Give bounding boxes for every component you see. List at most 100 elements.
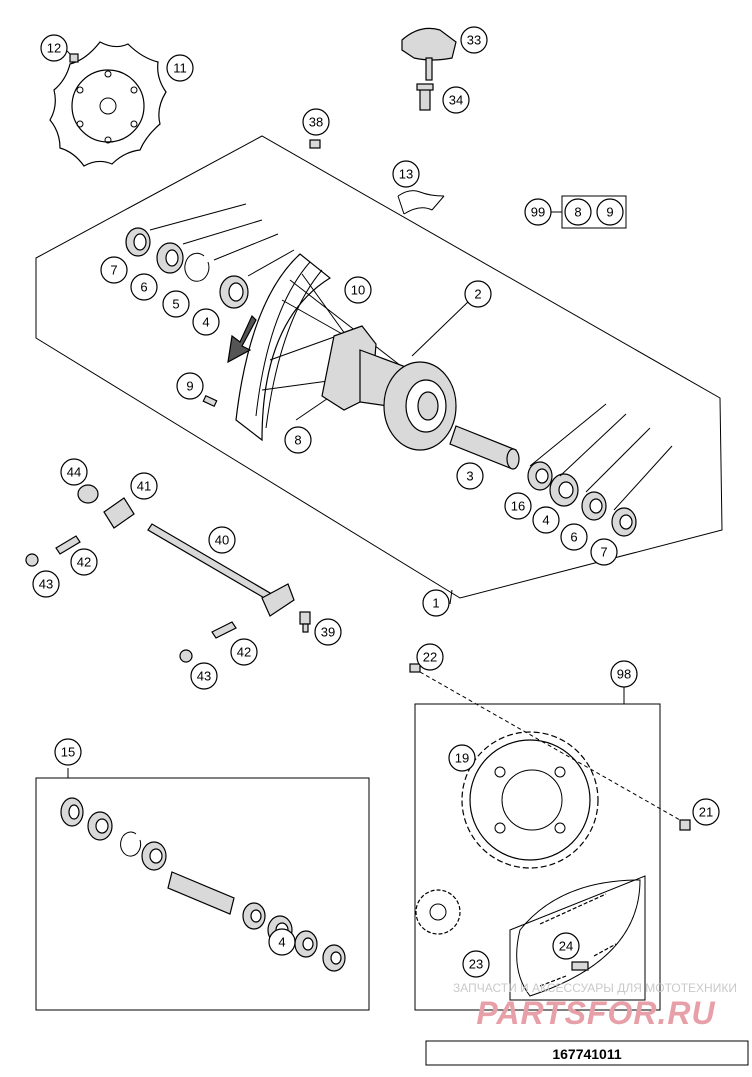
callout-2: 2 [464, 280, 492, 308]
kit-99-box [551, 195, 627, 229]
disc-bolt [65, 49, 79, 63]
kit-bearing-2 [141, 841, 167, 871]
callout-44: 44 [60, 458, 88, 486]
svg-text:39: 39 [321, 625, 335, 640]
svg-text:ЗАПЧАСТИ И АКСЕССУАРЫ ДЛЯ МОТО: ЗАПЧАСТИ И АКСЕССУАРЫ ДЛЯ МОТОТЕХНИКИ [453, 981, 737, 995]
svg-text:34: 34 [449, 93, 463, 108]
svg-text:8: 8 [294, 433, 301, 448]
callout-8b: 8 [564, 198, 592, 226]
bearing-kit-frame [35, 777, 370, 1011]
drawing-number-box: 167741011 [425, 1040, 749, 1066]
callout-4a: 4 [192, 308, 220, 336]
rim [235, 253, 332, 442]
callout-15: 15 [54, 738, 82, 766]
kit-bearing-1 [87, 811, 113, 841]
svg-text:4: 4 [278, 935, 285, 950]
callout-11: 11 [166, 54, 194, 82]
callout-5: 5 [162, 290, 190, 318]
svg-text:5: 5 [172, 297, 179, 312]
callout-4b: 4 [532, 506, 560, 534]
svg-text:7: 7 [110, 263, 117, 278]
svg-text:3: 3 [466, 469, 473, 484]
svg-text:22: 22 [423, 650, 437, 665]
svg-text:4: 4 [542, 513, 549, 528]
svg-text:4: 4 [202, 315, 209, 330]
callout-38: 38 [302, 108, 330, 136]
bearing-right-outer [527, 461, 553, 491]
svg-text:19: 19 [455, 751, 469, 766]
svg-text:PARTSFOR.RU: PARTSFOR.RU [476, 995, 715, 1031]
svg-text:23: 23 [469, 957, 483, 972]
seal-right-outer [611, 507, 637, 537]
callout-24: 24 [552, 932, 580, 960]
svg-text:41: 41 [137, 479, 151, 494]
svg-text:13: 13 [399, 167, 413, 182]
svg-text:40: 40 [215, 533, 229, 548]
callout-16: 16 [504, 492, 532, 520]
svg-text:44: 44 [67, 465, 81, 480]
circlip [184, 252, 210, 282]
rear-sprocket [461, 731, 599, 869]
svg-text:7: 7 [600, 545, 607, 560]
callout-4c: 4 [268, 928, 296, 956]
leader-lines [67, 299, 625, 778]
callout-99: 99 [524, 198, 552, 226]
svg-text:24: 24 [559, 939, 573, 954]
bearing-right-inner [549, 473, 579, 507]
callout-39: 39 [314, 618, 342, 646]
callout-22: 22 [416, 643, 444, 671]
callout-8a: 8 [284, 426, 312, 454]
adjuster-bolt-right [211, 621, 237, 639]
callout-7b: 7 [590, 538, 618, 566]
sprocket-bolt-top [409, 663, 421, 673]
wheel-hub [321, 325, 457, 451]
svg-text:12: 12 [47, 41, 61, 56]
spoke-nipple [202, 394, 218, 408]
chain-kit-frame [509, 875, 646, 1001]
guide-lines-right [529, 403, 673, 511]
svg-text:21: 21 [699, 805, 713, 820]
callout-12: 12 [40, 34, 68, 62]
svg-text:33: 33 [467, 33, 481, 48]
sprocket-bolt-line [419, 671, 681, 821]
axle [147, 523, 295, 617]
kit-spacer [167, 871, 235, 915]
svg-text:11: 11 [173, 61, 187, 76]
axle-bolt [299, 611, 311, 633]
callout-7a: 7 [100, 256, 128, 284]
kit-circlip [120, 831, 142, 857]
callout-21: 21 [692, 798, 720, 826]
svg-text:6: 6 [140, 280, 147, 295]
direction-arrow-icon [227, 314, 257, 364]
chain-adjuster [103, 497, 135, 529]
callouts: 1 2 3 4 4 4 5 6 6 7 7 8 8 9 9 10 11 12 1… [32, 26, 720, 978]
guide-lines-left [149, 203, 295, 277]
adjuster-bolt-left [55, 535, 81, 555]
callout-6b: 6 [560, 523, 588, 551]
callout-6a: 6 [130, 273, 158, 301]
svg-text:9: 9 [606, 205, 613, 220]
callout-10: 10 [344, 276, 372, 304]
callout-9a: 9 [176, 372, 204, 400]
svg-text:42: 42 [237, 645, 251, 660]
kit-seal-1 [60, 797, 84, 827]
callout-13: 13 [392, 160, 420, 188]
kit-seal-2 [294, 930, 318, 958]
svg-text:15: 15 [61, 745, 75, 760]
nut-right [179, 649, 193, 663]
callout-19: 19 [448, 744, 476, 772]
callout-43a: 43 [32, 570, 60, 598]
pin-bolt [416, 83, 434, 111]
svg-text:9: 9 [186, 379, 193, 394]
chain [516, 879, 641, 997]
callout-43b: 43 [190, 662, 218, 690]
svg-text:1: 1 [432, 596, 439, 611]
svg-text:2: 2 [474, 287, 481, 302]
svg-text:99: 99 [531, 205, 545, 220]
svg-text:10: 10 [351, 283, 365, 298]
callout-42b: 42 [230, 638, 258, 666]
rim-tape [397, 190, 445, 215]
kit-bearing-3 [242, 902, 266, 930]
svg-text:38: 38 [309, 115, 323, 130]
